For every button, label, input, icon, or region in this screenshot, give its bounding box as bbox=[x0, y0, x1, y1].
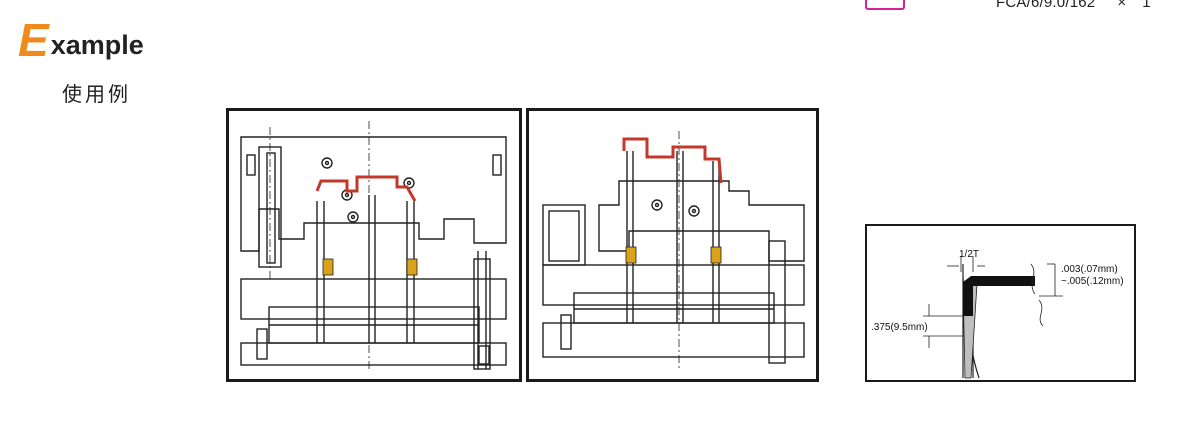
section-subtitle: 使用例 bbox=[62, 82, 131, 106]
detail-drawing: 1/2T .003(.07mm) ~.005(.12mm) .375(9.5mm… bbox=[865, 224, 1136, 382]
detail-illustration: 1/2T .003(.07mm) ~.005(.12mm) .375(9.5mm… bbox=[871, 249, 1124, 379]
page-number: 1 bbox=[1142, 0, 1151, 11]
section-heading: E xample bbox=[18, 14, 144, 66]
gap-lower-label: ~.005(.12mm) bbox=[1061, 276, 1124, 287]
die-open-illustration bbox=[542, 131, 805, 371]
die-drawing-closed bbox=[226, 108, 522, 382]
die-closed-illustration bbox=[240, 121, 507, 371]
heading-initial: E bbox=[18, 14, 49, 66]
x-mark: × bbox=[1117, 0, 1127, 11]
height-label: .375(9.5mm) bbox=[871, 322, 928, 333]
heading-rest: xample bbox=[50, 30, 144, 60]
code-text: FCA/6/9.0/162 bbox=[996, 0, 1096, 11]
half-t-label: 1/2T bbox=[959, 249, 979, 260]
catalog-code: FCA/6/9.0/162 × 1 bbox=[996, 0, 1151, 11]
gap-upper-label: .003(.07mm) bbox=[1061, 264, 1118, 275]
die-drawing-open bbox=[526, 108, 819, 382]
brand-tab bbox=[865, 0, 905, 10]
